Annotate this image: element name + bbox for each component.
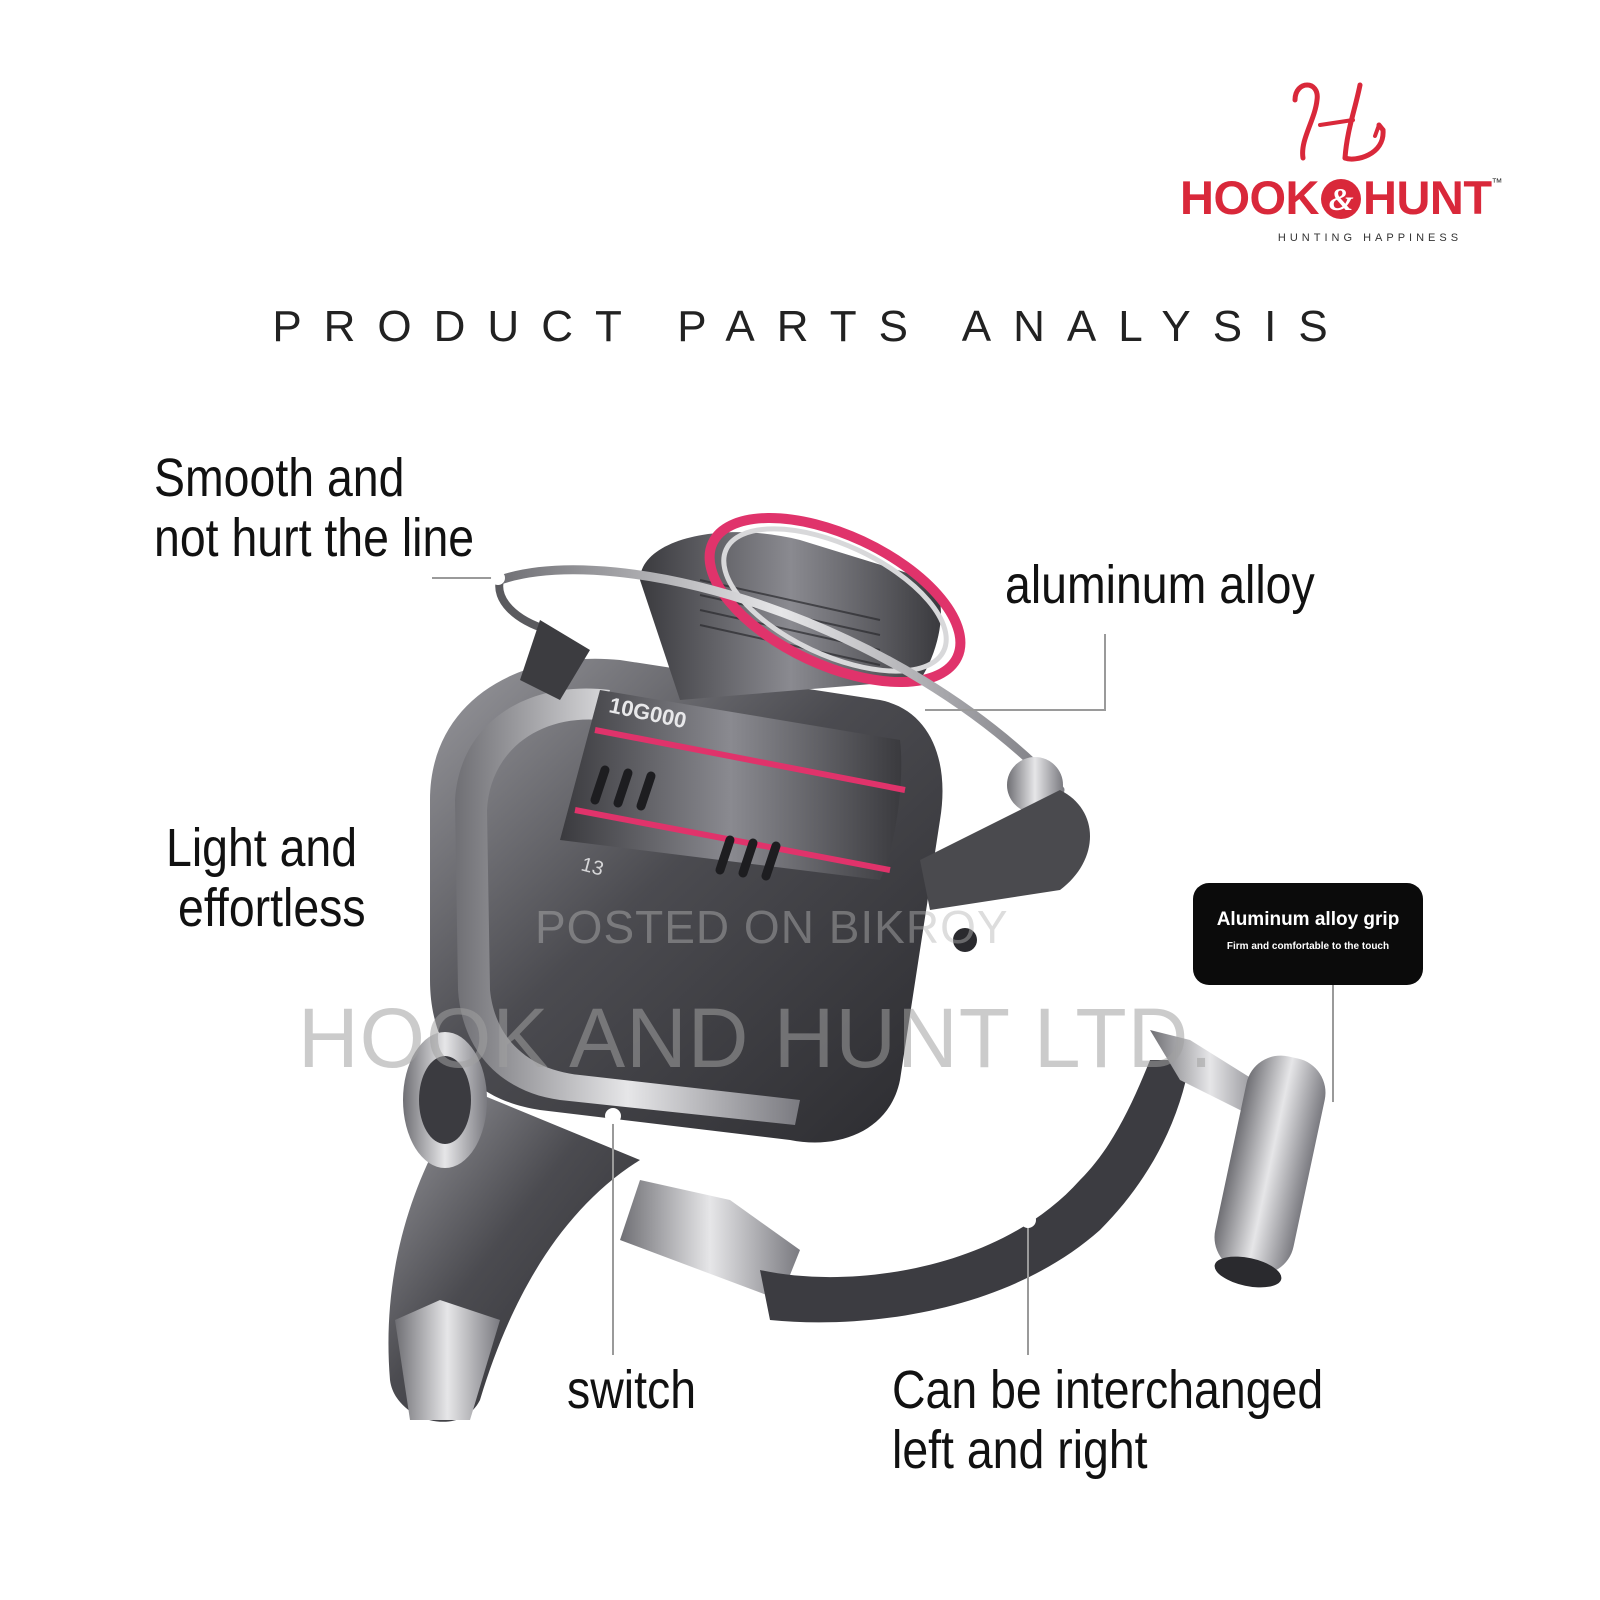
bail-arm-left [520, 620, 590, 700]
brand-name: HOOK&HUNT™ [1180, 170, 1520, 225]
callout-line-roller: Smooth and not hurt the line [154, 448, 474, 568]
callout-handle: Can be interchanged left and right [892, 1360, 1323, 1480]
bail-arm-right [920, 790, 1090, 910]
spool-pink-rim [704, 512, 966, 688]
rotor-vents [590, 765, 781, 881]
grip-card-subtitle: Firm and comfortable to the touch [1226, 941, 1390, 952]
grip-info-card: Aluminum alloy grip Firm and comfortable… [1193, 883, 1423, 985]
callout-switch: switch [567, 1360, 697, 1420]
callout-line-roller-line2: not hurt the line [154, 508, 475, 568]
handle-arm [760, 1060, 1190, 1323]
callout-body: Light and effortless [166, 818, 366, 938]
callout-handle-line1: Can be interchanged [892, 1360, 1324, 1420]
handle-shaft [620, 1180, 800, 1300]
aluminum-alloy-grip [1214, 1055, 1326, 1275]
callout-line-roller-line1: Smooth and [154, 448, 405, 508]
callout-body-line2: effortless [178, 878, 366, 938]
brand-logo: HOOK&HUNT™ HUNTING HAPPINESS [1180, 70, 1540, 260]
callout-handle-line2: left and right [892, 1420, 1148, 1480]
hook-monogram-icon [1292, 82, 1386, 162]
callout-spool: aluminum alloy [1005, 555, 1315, 615]
brand-name-right: HUNT [1363, 171, 1492, 224]
watermark-bikroy: POSTED ON BIKROY [535, 901, 1009, 953]
grip-card-title: Aluminum alloy grip [1216, 909, 1400, 930]
leader-lines [432, 571, 1341, 1355]
brand-ampersand: & [1321, 179, 1361, 219]
reel-body-rim [455, 688, 800, 1125]
reel-foot-tip [395, 1300, 500, 1420]
bail-wire [495, 565, 1065, 795]
brand-name-left: HOOK [1180, 171, 1320, 224]
trademark-mark: ™ [1491, 177, 1503, 189]
watermark-company: HOOK AND HUNT LTD. [298, 991, 1214, 1085]
page-title: PRODUCT PARTS ANALYSIS [272, 302, 1350, 351]
callout-body-line1: Light and [166, 818, 358, 878]
handle-knob-connector [1150, 1030, 1270, 1120]
brand-tagline: HUNTING HAPPINESS [1277, 232, 1463, 244]
